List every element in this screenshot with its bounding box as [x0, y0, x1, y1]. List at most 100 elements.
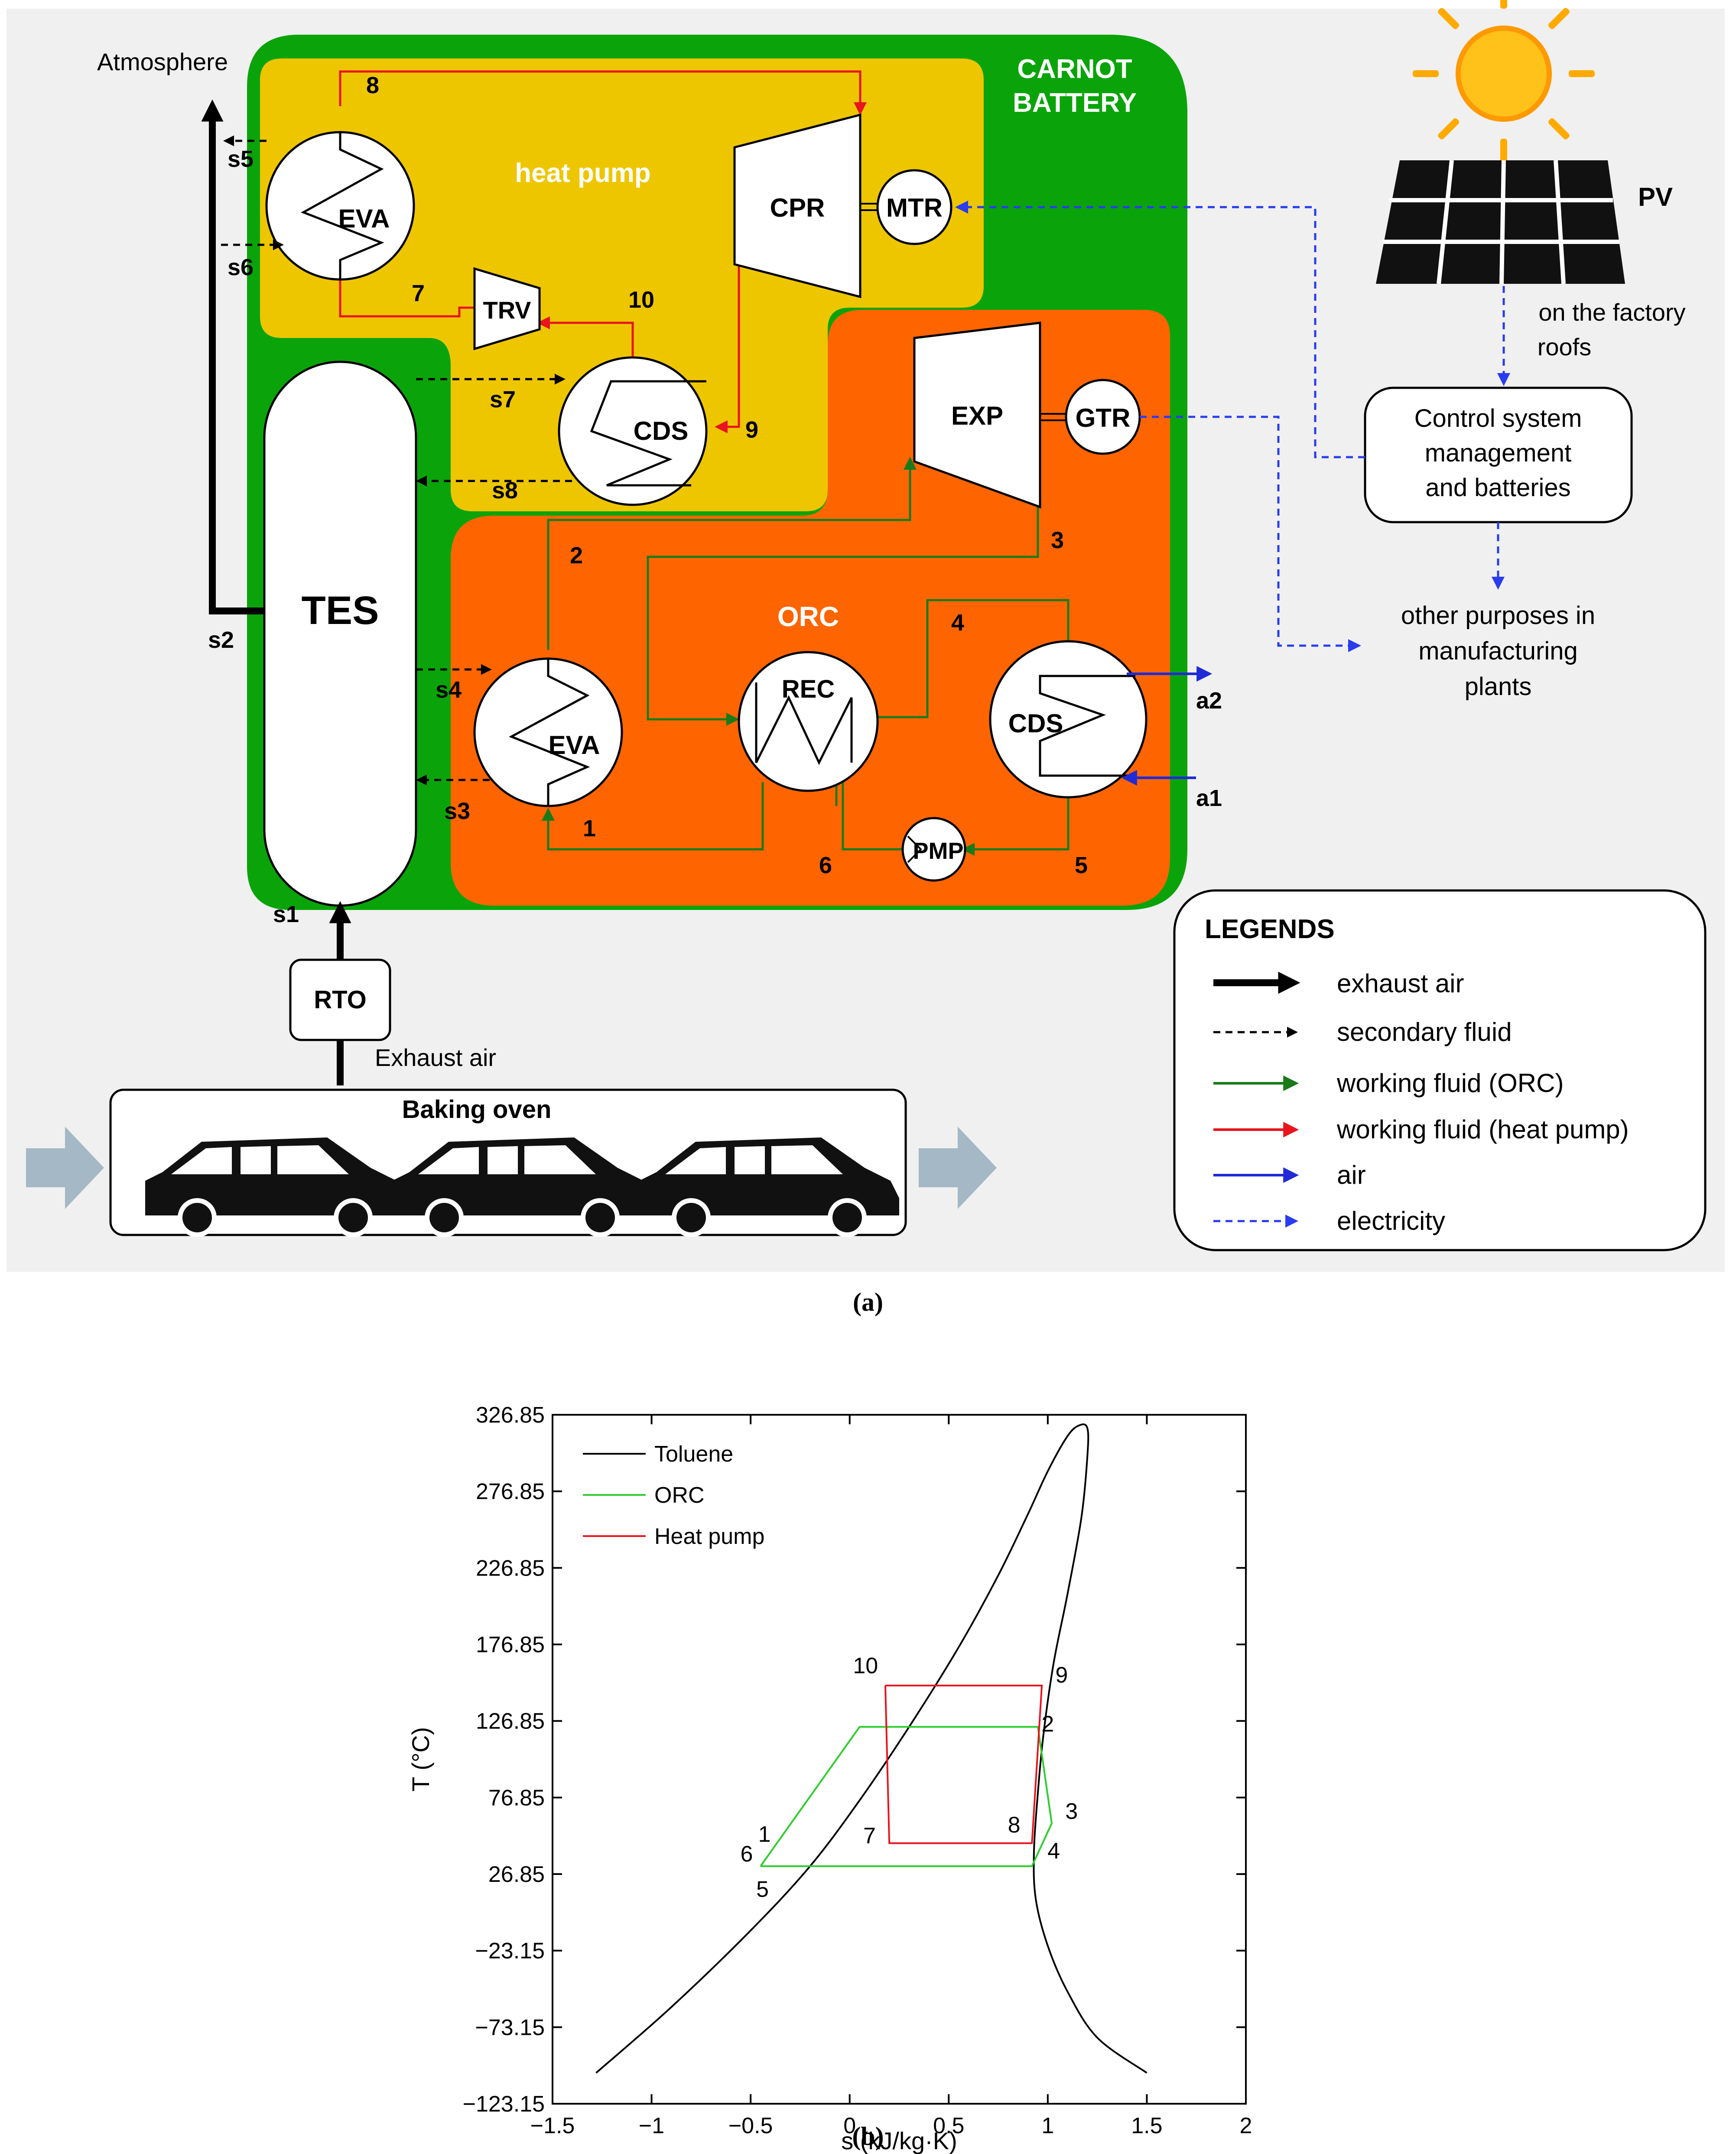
- chart-ytick-label: 76.85: [488, 1785, 545, 1810]
- label-s4: s4: [436, 677, 462, 703]
- chart-series: [595, 1423, 1148, 2074]
- system-diagram: CARNOT BATTERY heat pump ORC TES Atmosph…: [7, 0, 1725, 1272]
- chart-ytick-label: 26.85: [488, 1862, 545, 1887]
- chart-point-label: 5: [756, 1877, 769, 1902]
- trv-valve: [473, 267, 541, 351]
- cds-orc-label: CDS: [1008, 709, 1063, 738]
- legend-label-heat-pump: working fluid (heat pump): [1336, 1115, 1629, 1144]
- cpr-label: CPR: [770, 193, 825, 222]
- label-point-8: 8: [366, 72, 379, 98]
- trv-label: TRV: [483, 296, 531, 324]
- legend-label-electricity: electricity: [1337, 1206, 1445, 1235]
- pmp-symbol-icon: [907, 835, 922, 863]
- pv-panel-icon: [1376, 160, 1625, 284]
- carnot-label-line2: BATTERY: [1013, 88, 1137, 118]
- label-point-10: 10: [628, 287, 654, 313]
- chart-point-label: 7: [863, 1823, 876, 1849]
- chart-xtick-label: 1: [1041, 2113, 1054, 2138]
- orc-flow-1: [542, 782, 764, 851]
- label-point-7: 7: [412, 280, 425, 306]
- label-s3: s3: [444, 798, 470, 824]
- cds-hp-label: CDS: [634, 416, 689, 445]
- chart-point-label: 4: [1047, 1839, 1060, 1864]
- label-s6: s6: [228, 254, 254, 280]
- chart-xtick-label: 0.5: [933, 2113, 964, 2138]
- label-s5: s5: [228, 146, 254, 172]
- chart-point-label: 3: [1065, 1799, 1078, 1824]
- mtr-motor: [876, 169, 953, 245]
- hp-flow-9: [715, 232, 740, 433]
- tes-label: TES: [302, 588, 379, 633]
- rto-label: RTO: [314, 986, 366, 1014]
- sun-icon: [1413, 0, 1595, 165]
- chart-xtick-label: 1.5: [1131, 2113, 1162, 2138]
- label-a1: a1: [1196, 785, 1222, 811]
- cds-orc-circle: [989, 640, 1148, 799]
- hp-flow-8: [339, 70, 867, 115]
- heat-pump-label: heat pump: [515, 158, 650, 188]
- rec-label: REC: [782, 675, 835, 703]
- legend-box: [1173, 889, 1707, 1251]
- chart-legend-label: ORC: [654, 1483, 705, 1508]
- baking-oven-label: Baking oven: [402, 1095, 552, 1124]
- hp-flow-10: [537, 316, 634, 360]
- chart-point-label: 9: [1055, 1663, 1068, 1688]
- pmp-label: PMP: [913, 838, 963, 864]
- oven-inlet-arrow-icon: [26, 1127, 104, 1209]
- chart-point-label: 10: [853, 1654, 878, 1679]
- legend-label-secondary: secondary fluid: [1337, 1017, 1512, 1046]
- elec-control-mtr: [955, 201, 1365, 458]
- chart-series-line-toluene: [595, 1423, 1148, 2074]
- chart-xtick-label: −1.5: [530, 2113, 575, 2138]
- eva-orc-label: EVA: [549, 731, 600, 760]
- exhaust-air-label: Exhaust air: [375, 1044, 496, 1071]
- label-point-3: 3: [1051, 527, 1064, 553]
- other-purposes-line2: manufacturing: [1418, 637, 1578, 665]
- eva-hp-coil-icon: [301, 132, 384, 279]
- rec-circle: [738, 651, 879, 792]
- exhaust-to-atmosphere: [209, 134, 264, 614]
- chart-legend-label: Heat pump: [654, 1524, 764, 1549]
- chart-series-line-orc: [760, 1726, 1053, 1867]
- caption-a: (a): [853, 1288, 883, 1316]
- chart-xlabel: s (kJ/kg·K): [841, 2127, 957, 2154]
- cds-hp-circle: [558, 356, 708, 506]
- label-point-1: 1: [583, 815, 596, 841]
- oven-outlet-arrow-icon: [919, 1127, 997, 1209]
- exp-expander: [913, 322, 1041, 509]
- carnot-label-line1: CARNOT: [1017, 54, 1132, 84]
- caption-b: (b): [852, 2122, 884, 2151]
- label-s2: s2: [208, 627, 234, 653]
- legend-title: LEGENDS: [1205, 914, 1335, 944]
- rto-box: [289, 958, 391, 1041]
- chart-ytick-label: −123.15: [463, 2092, 545, 2117]
- legend-label-air: air: [1337, 1160, 1366, 1189]
- other-purposes-line3: plants: [1465, 673, 1532, 701]
- hp-flow-7: [334, 264, 477, 318]
- chart-ytick-label: −23.15: [475, 1939, 545, 1964]
- gtr-label: GTR: [1076, 403, 1131, 432]
- pv-label: PV: [1638, 182, 1673, 211]
- chart-xtick-label: 0: [843, 2113, 856, 2138]
- chart-legend-box: [579, 1430, 813, 1547]
- chart-ylabel: T (°C): [407, 1727, 434, 1792]
- chart-xtick-label: 2: [1240, 2113, 1252, 2138]
- chart-legend-label: Toluene: [654, 1442, 733, 1467]
- chart-ytick-label: 176.85: [476, 1632, 545, 1657]
- chart-point-label: 1: [758, 1822, 771, 1847]
- eva-orc-coil-icon: [509, 659, 590, 806]
- other-purposes-line1: other purposes in: [1401, 601, 1595, 630]
- cpr-compressor: [733, 113, 861, 299]
- chart-ytick-label: 276.85: [476, 1479, 545, 1504]
- cds-hp-coil-icon: [590, 380, 706, 487]
- control-line2: management: [1425, 439, 1572, 467]
- label-point-6: 6: [819, 852, 832, 878]
- orc-label: ORC: [777, 601, 839, 632]
- orc-flow-5: [962, 784, 1070, 856]
- chart-ytick-label: 126.85: [476, 1709, 545, 1734]
- label-point-5: 5: [1075, 852, 1088, 878]
